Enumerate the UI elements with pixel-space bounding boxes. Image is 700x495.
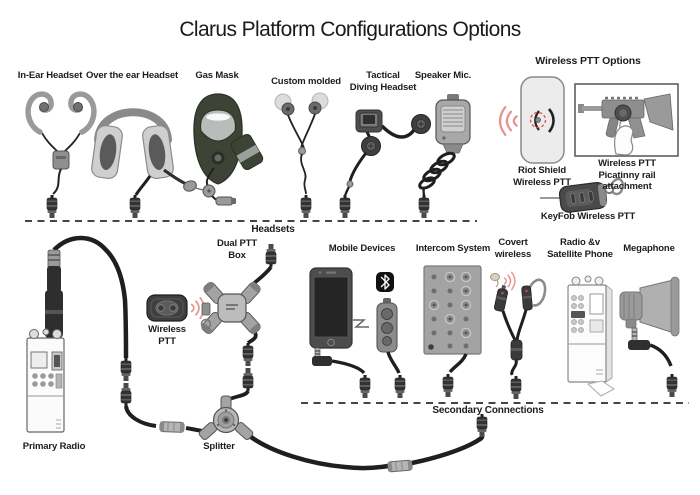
mobile-devices-icon	[309, 267, 406, 399]
label-mobile-devices: Mobile Devices	[328, 243, 396, 254]
label-custom-molded: Custom molded	[271, 76, 341, 87]
label-secondary-connections-section: Secondary Connections	[432, 405, 544, 416]
megaphone-icon	[619, 276, 680, 398]
label-picatinny: Wireless PTT Picatinny rail attachment	[598, 158, 656, 193]
riot-shield-icon	[498, 76, 565, 164]
cable-connector-pair	[229, 342, 254, 401]
dual-ptt-box-icon	[200, 243, 277, 345]
covert-wireless-icon	[490, 271, 547, 400]
label-tactical-diving-headset: Tactical Diving Headset	[349, 70, 417, 93]
label-covert-wireless: Covert wireless	[494, 237, 532, 260]
label-radio-satellite-phone: Radio &v Satellite Phone	[547, 237, 613, 260]
picatinny-rifle-icon	[574, 83, 679, 157]
label-headsets-section: Headsets	[251, 224, 295, 235]
label-megaphone: Megaphone	[623, 243, 675, 254]
label-in-ear-headset: In-Ear Headset	[17, 70, 83, 81]
label-gas-mask: Gas Mask	[195, 70, 239, 81]
label-over-ear-headset: Over the ear Headset	[85, 70, 179, 81]
label-intercom-system: Intercom System	[415, 243, 491, 254]
label-keyfob: KeyFob Wireless PTT	[540, 211, 636, 222]
speaker-mic-icon	[418, 94, 471, 219]
cable-connector-pair	[120, 357, 203, 433]
gas-mask-icon	[193, 93, 264, 206]
custom-molded-icon	[274, 92, 329, 219]
keyfob-wireless-ptt-icon	[540, 177, 624, 213]
intercom-system-icon	[423, 265, 482, 398]
secondary-feed-cable	[249, 413, 488, 473]
page-title: Clarus Platform Configurations Options	[179, 18, 521, 41]
over-ear-headset-icon	[91, 108, 213, 219]
label-wireless-ptt: Wireless PTT	[148, 324, 186, 347]
wireless-ptt-icon	[146, 294, 205, 322]
in-ear-headset-icon	[25, 91, 97, 219]
label-speaker-mic: Speaker Mic.	[414, 70, 472, 81]
radio-satellite-phone-icon	[567, 275, 615, 397]
primary-radio-icon	[26, 235, 129, 433]
tactical-diving-headset-icon	[339, 109, 431, 219]
label-splitter: Splitter	[203, 441, 235, 452]
label-riot-shield: Riot Shield Wireless PTT	[513, 165, 571, 188]
label-primary-radio: Primary Radio	[22, 441, 86, 452]
label-dual-ptt-box: Dual PTT Box	[217, 238, 257, 261]
label-wireless-ptt-options: Wireless PTT Options	[535, 55, 641, 67]
splitter-icon	[198, 395, 254, 441]
